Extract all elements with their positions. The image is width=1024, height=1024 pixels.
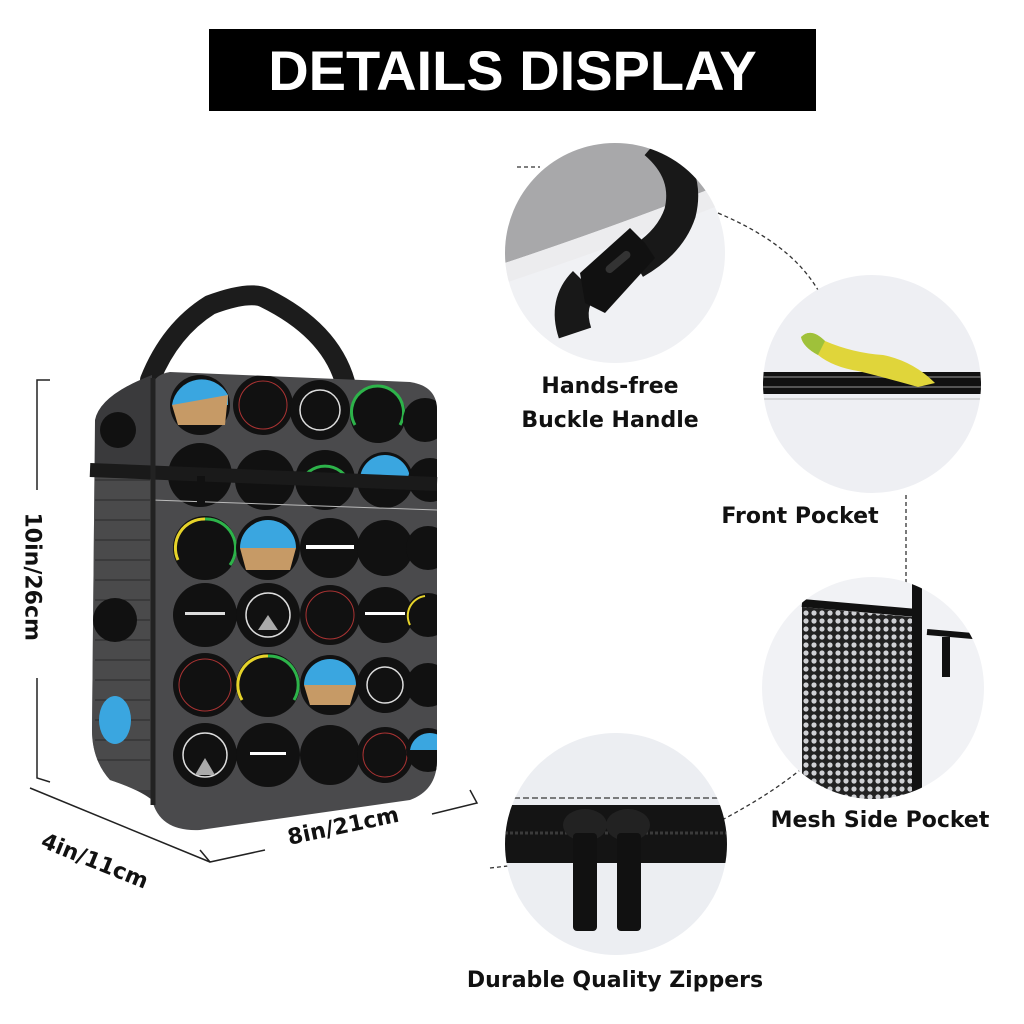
buckle-handle-label: Hands-free Buckle Handle bbox=[521, 374, 699, 433]
zipper-closeup bbox=[505, 733, 727, 955]
mesh-pocket-label: Mesh Side Pocket bbox=[770, 808, 990, 833]
title-banner: DETAILS DISPLAY bbox=[209, 29, 816, 111]
front-pocket-label: Front Pocket bbox=[721, 504, 879, 529]
buckle-handle-closeup bbox=[505, 143, 725, 363]
front-pocket-closeup bbox=[763, 275, 981, 493]
mesh-pocket-closeup bbox=[762, 577, 984, 799]
zippers-label: Durable Quality Zippers bbox=[466, 968, 764, 993]
banner-title: DETAILS DISPLAY bbox=[268, 38, 757, 102]
